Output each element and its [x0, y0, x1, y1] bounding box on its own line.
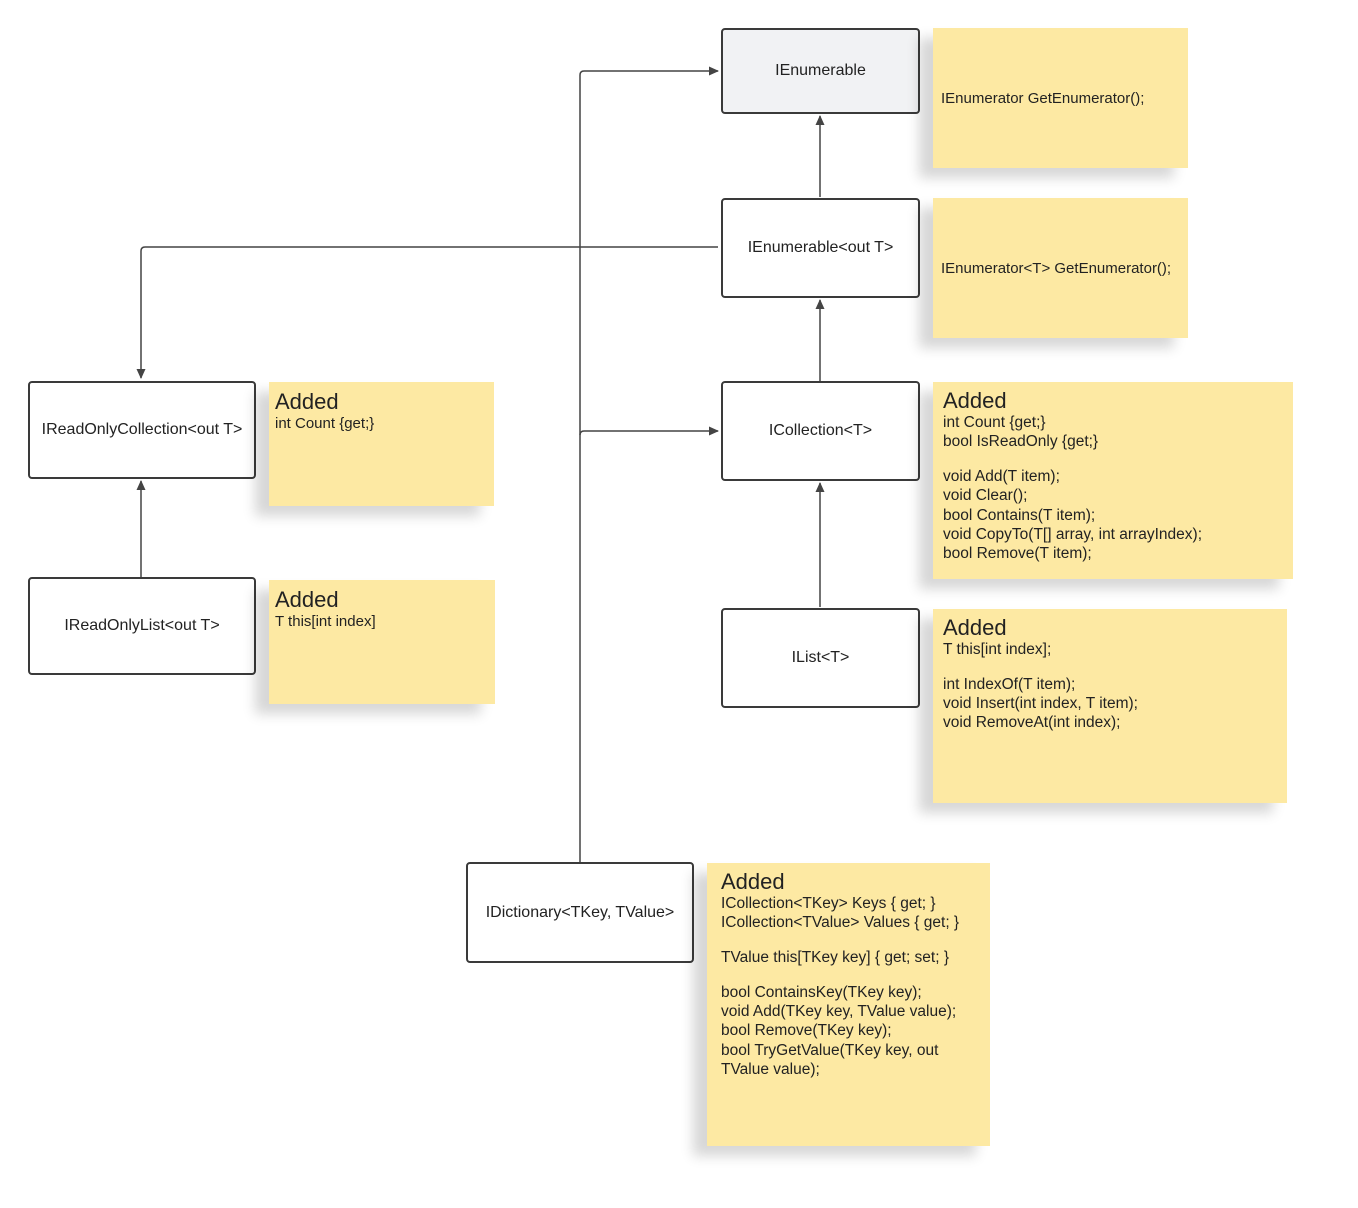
- note-heading: Added: [275, 389, 339, 414]
- note-line: [721, 967, 980, 983]
- note-line: void CopyTo(T[] array, int arrayIndex);: [943, 525, 1202, 543]
- note-line: [943, 452, 1283, 468]
- node-label: IDictionary<TKey, TValue>: [485, 903, 675, 921]
- note-icollection: Added int Count {get;} bool IsReadOnly {…: [933, 382, 1293, 579]
- note-line: bool Remove(T item);: [943, 545, 1092, 563]
- note-line: void Add(T item);: [943, 468, 1060, 486]
- note-idictionary: Added ICollection<TKey> Keys { get; } IC…: [707, 863, 990, 1146]
- node-icollection[interactable]: ICollection<T>: [721, 381, 920, 481]
- note-line: void Insert(int index, T item);: [943, 695, 1138, 713]
- note-heading: Added: [275, 587, 339, 612]
- note-ireadonly-collection: Added int Count {get;}: [269, 382, 494, 506]
- node-idictionary[interactable]: IDictionary<TKey, TValue>: [466, 862, 694, 963]
- note-line: int IndexOf(T item);: [943, 675, 1076, 693]
- node-label: ICollection<T>: [768, 422, 873, 439]
- node-ienumerable[interactable]: IEnumerable: [721, 28, 920, 114]
- note-line: ICollection<TKey> Keys { get; }: [721, 895, 936, 912]
- note-line: int Count {get;}: [943, 414, 1046, 431]
- node-label: IReadOnlyList<out T>: [64, 617, 220, 634]
- note-line: TValue value);: [721, 1061, 820, 1079]
- note-line: bool Remove(TKey key);: [721, 1022, 892, 1040]
- node-ireadonly-collection[interactable]: IReadOnlyCollection<out T>: [28, 381, 256, 479]
- note-ilist: Added T this[int index]; int IndexOf(T i…: [933, 609, 1287, 803]
- note-line: void Add(TKey key, TValue value);: [721, 1003, 957, 1021]
- node-label: IReadOnlyCollection<out T>: [41, 421, 243, 438]
- note-line: [721, 933, 980, 949]
- node-ilist[interactable]: IList<T>: [721, 608, 920, 708]
- note-heading: Added: [721, 869, 785, 894]
- node-ireadonly-list[interactable]: IReadOnlyList<out T>: [28, 577, 256, 675]
- node-ienumerable-t[interactable]: IEnumerable<out T>: [721, 198, 920, 298]
- note-line: void Clear();: [943, 487, 1028, 505]
- edge-idictionary-to-icollection: [579, 426, 719, 436]
- note-line: bool ContainsKey(TKey key);: [721, 983, 922, 1001]
- note-line: [943, 659, 1277, 675]
- note-line: T this[int index]: [275, 613, 376, 630]
- note-line: bool IsReadOnly {get;}: [943, 433, 1099, 451]
- node-label: IEnumerable: [775, 62, 866, 79]
- note-body: IEnumerator<T> GetEnumerator();: [941, 259, 1172, 277]
- note-line: TValue this[TKey key] { get; set; }: [721, 949, 950, 967]
- node-label: IEnumerable<out T>: [747, 239, 894, 256]
- edge-idictionary-to-ienumerable: [579, 66, 719, 862]
- note-heading: Added: [943, 615, 1007, 640]
- note-line: ICollection<TValue> Values { get; }: [721, 914, 960, 932]
- note-line: bool Contains(T item);: [943, 506, 1096, 524]
- note-line: bool TryGetValue(TKey key, out: [721, 1041, 939, 1059]
- note-ienumerable: IEnumerator GetEnumerator();: [933, 28, 1188, 168]
- note-heading: Added: [943, 388, 1007, 413]
- note-line: T this[int index];: [943, 641, 1052, 658]
- note-line: int Count {get;}: [275, 415, 375, 432]
- edge-ireadonly-collection-to-ienumerable-t: [136, 246, 718, 379]
- note-ienumerable-t: IEnumerator<T> GetEnumerator();: [933, 198, 1188, 338]
- note-ireadonly-list: Added T this[int index]: [269, 580, 495, 704]
- note-line: void RemoveAt(int index);: [943, 714, 1121, 732]
- node-label: IList<T>: [791, 649, 850, 666]
- note-body: IEnumerator GetEnumerator();: [941, 89, 1145, 107]
